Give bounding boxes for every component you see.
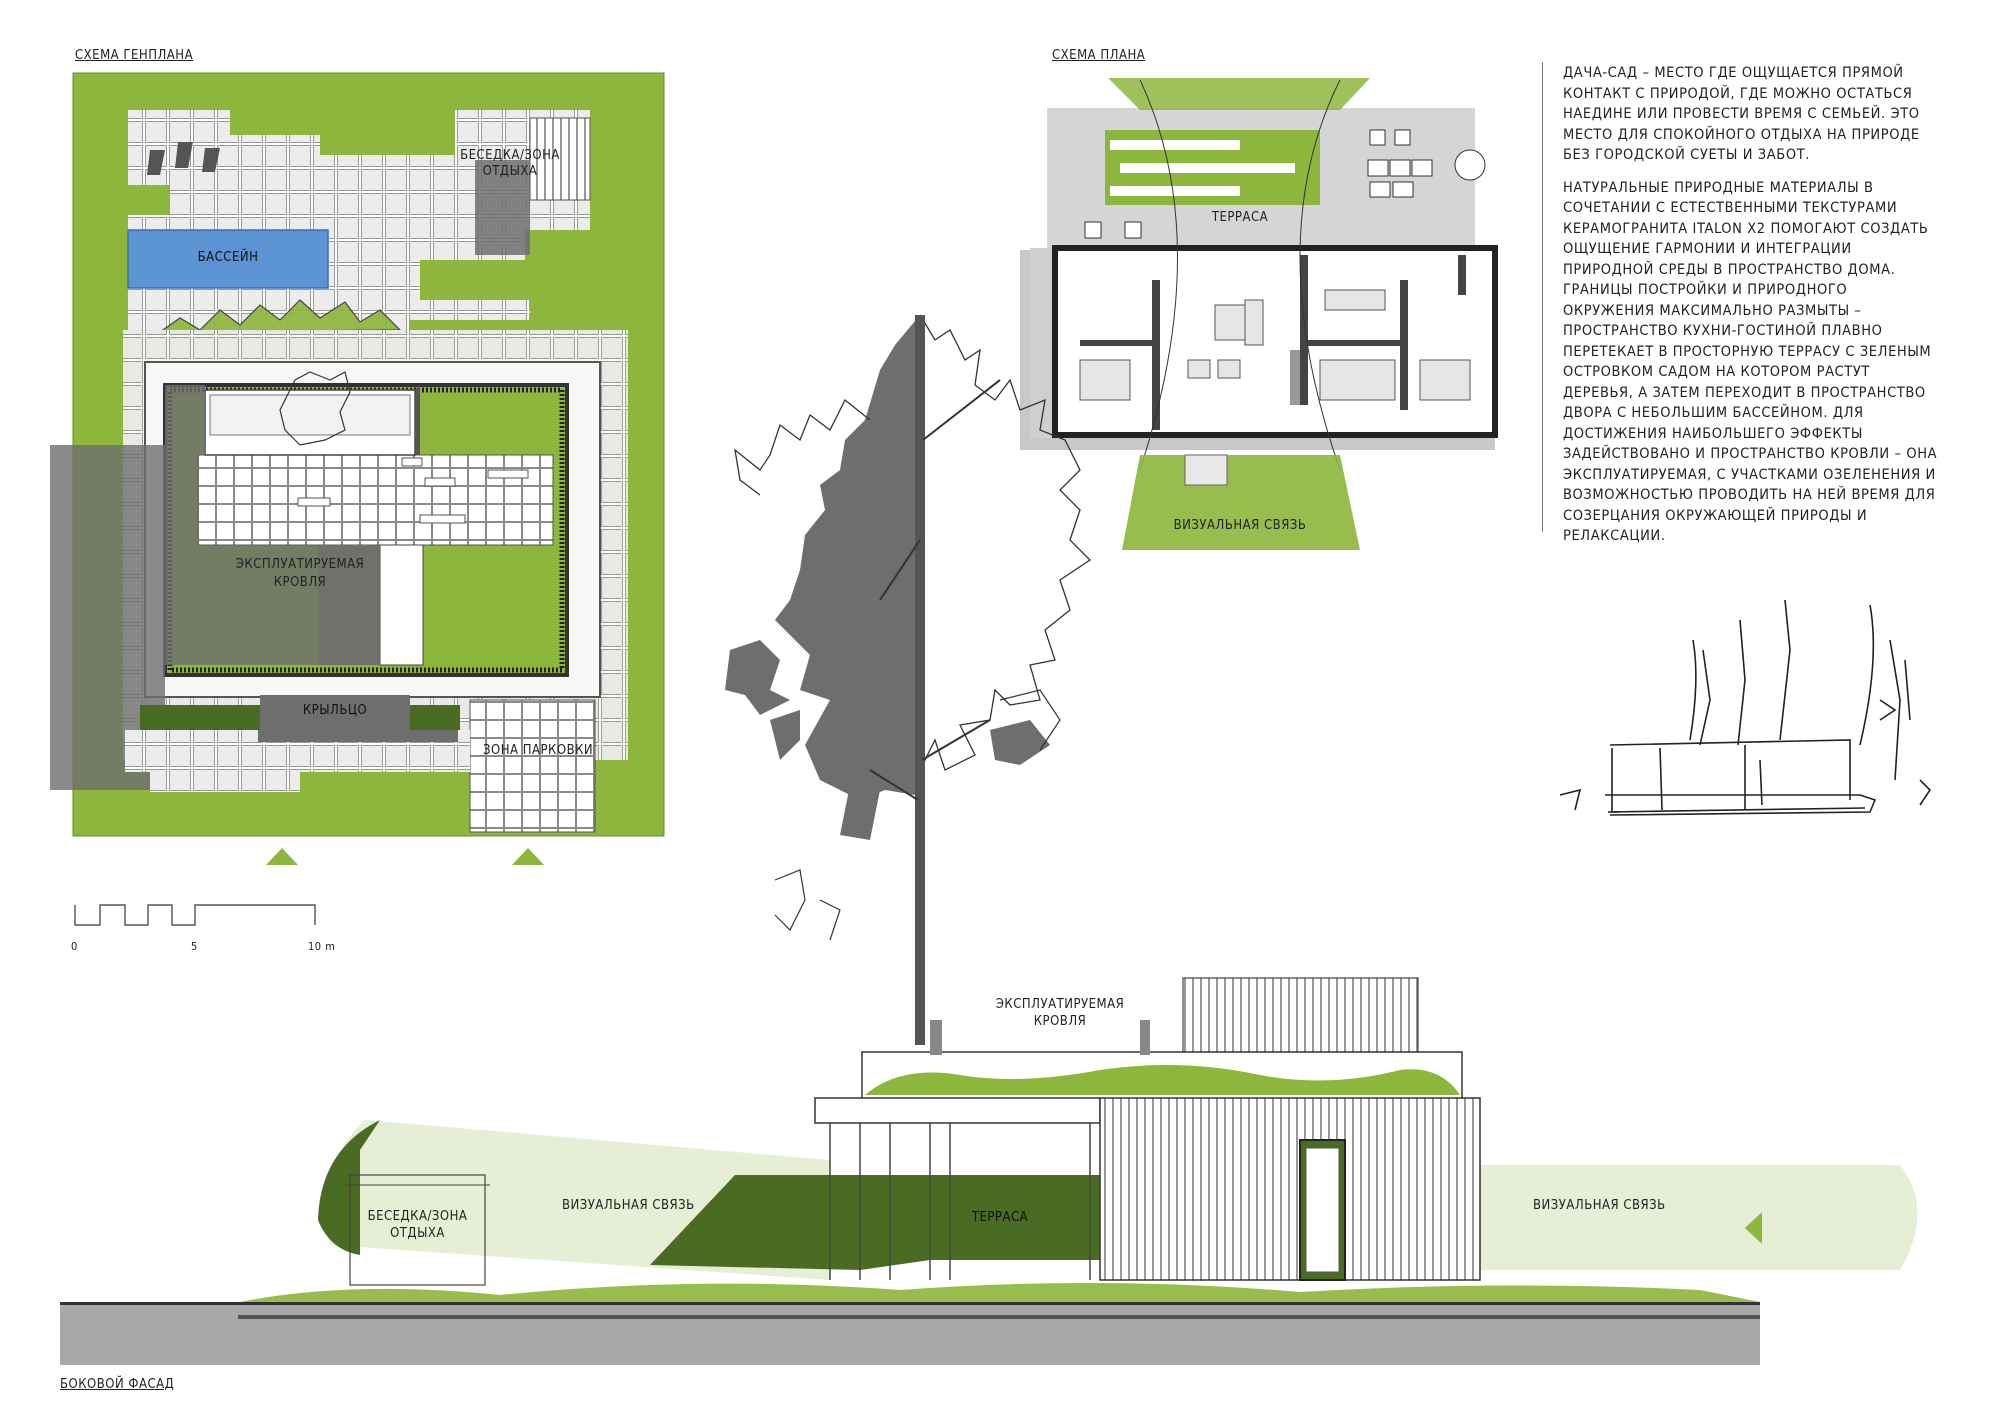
gazebo-label: БЕСЕДКА/ЗОНА ОТДЫХА (455, 148, 565, 180)
elevation-visual-link-right: ВИЗУАЛЬНАЯ СВЯЗЬ (1533, 1198, 1666, 1213)
entrance-arrow-2 (512, 848, 544, 865)
roof-terrace-cube (1182, 977, 1419, 1057)
concept-sketch (1559, 599, 1932, 816)
floor-plan-title: СХЕМА ПЛАНА (1052, 48, 1146, 63)
site-plan-title: СХЕМА ГЕНПЛАНА (75, 48, 194, 63)
parking-label: ЗОНА ПАРКОВКИ (483, 743, 594, 758)
roof-label-line-2: КРОВЛЯ (273, 575, 327, 590)
roof-lawn (865, 1065, 1460, 1095)
elevation-roof-label-line-1: ЭКСПЛУАТИРУЕМАЯ (995, 997, 1125, 1012)
description-rule (1542, 62, 1543, 532)
gazebo-label-line-1: БЕСЕДКА/ЗОНА (460, 148, 560, 163)
roof-label-line-1: ЭКСПЛУАТИРУЕМАЯ (235, 557, 365, 572)
description-paragraph-1: ДАЧА-САД – МЕСТО ГДЕ ОЩУЩАЕТСЯ ПРЯМОЙ КО… (1563, 65, 1920, 163)
view-cone-bottom (1122, 455, 1360, 550)
elevation-visual-link-left: ВИЗУАЛЬНАЯ СВЯЗЬ (562, 1198, 695, 1213)
plan-terrace-label: ТЕРРАСА (1211, 210, 1269, 225)
porch (260, 695, 410, 730)
scale-tick-5: 5 (191, 940, 198, 953)
house-facade (1099, 1097, 1481, 1281)
side-elevation (60, 977, 1918, 1365)
description-text: ДАЧА-САД – МЕСТО ГДЕ ОЩУЩАЕТСЯ ПРЯМОЙ КО… (1563, 63, 1938, 559)
scale-tick-10: 10 m (308, 940, 336, 953)
shrub-border (158, 299, 402, 333)
pool-label: БАССЕЙН (197, 250, 259, 265)
view-arrow (1745, 1212, 1762, 1244)
roof-label: ЭКСПЛУАТИРУЕМАЯ КРОВЛЯ (220, 556, 380, 592)
ground-lawn (240, 1282, 1760, 1302)
terrace-shadow (650, 1175, 1100, 1270)
elevation-gazebo-label-line-1: БЕСЕДКА/ЗОНА (367, 1209, 468, 1224)
roof-walkway (379, 544, 424, 666)
elevation-roof-label: ЭКСПЛУАТИРУЕМАЯ КРОВЛЯ (980, 996, 1140, 1030)
gazebo-frame (349, 1174, 486, 1286)
visual-link-right (1480, 1165, 1918, 1270)
tree-trunk (915, 315, 925, 1045)
house-shadow (50, 385, 380, 790)
roof-deck (197, 454, 554, 546)
terrace-canopy (814, 1097, 1101, 1124)
ground-line (60, 1302, 1760, 1305)
porch-label: КРЫЛЬЦО (302, 703, 368, 718)
elevation-roof-label-line-2: КРОВЛЯ (1033, 1014, 1087, 1029)
elevation-title: БОКОВОЙ ФАСАД (60, 1377, 175, 1392)
pool (127, 229, 329, 289)
entrance-arrow-1 (266, 848, 298, 865)
gazebo-shadow (475, 160, 530, 255)
elevation-terrace-label: ТЕРРАСА (971, 1210, 1029, 1225)
view-cone-top (1108, 78, 1370, 110)
gazebo-foliage (318, 1120, 380, 1255)
gazebo-label-line-2: ОТДЫХА (482, 164, 538, 179)
elevation-gazebo-label-line-2: ОТДЫХА (390, 1226, 445, 1241)
elevation-gazebo-label: БЕСЕДКА/ЗОНА ОТДЫХА (360, 1208, 475, 1242)
tree-elevation (725, 314, 1092, 1045)
site-plan (50, 72, 665, 865)
parking-area (469, 699, 596, 833)
floor-plan (1020, 78, 1498, 550)
scale-bar (74, 904, 316, 926)
tree-crown-shadow (775, 315, 920, 800)
ground-section (60, 1305, 1760, 1365)
gazebo-roof (529, 117, 591, 201)
scale-tick-0: 0 (71, 940, 78, 953)
plan-visual-link-label: ВИЗУАЛЬНАЯ СВЯЗЬ (1173, 518, 1307, 533)
description-paragraph-2: НАТУРАЛЬНЫЕ ПРИРОДНЫЕ МАТЕРИАЛЫ В СОЧЕТА… (1563, 179, 1938, 545)
